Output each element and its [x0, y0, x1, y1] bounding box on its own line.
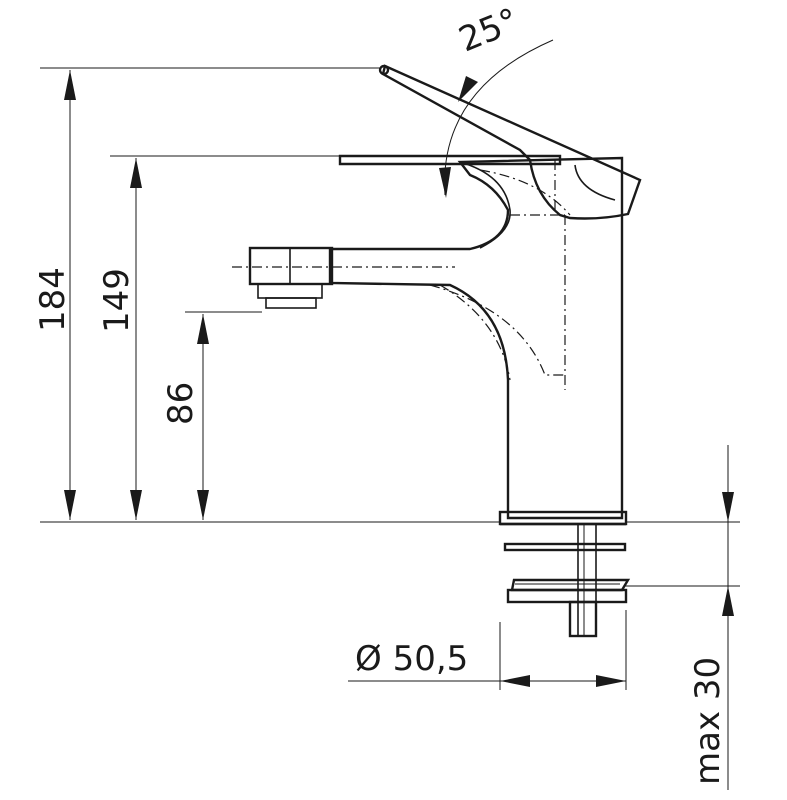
- faucet-body-outline: [328, 156, 624, 520]
- aerator-ring: [257, 283, 323, 299]
- aerator: [265, 297, 317, 309]
- dimension-label-86: 86: [161, 382, 201, 425]
- arrow-left-icon: [500, 675, 530, 687]
- arrow-up-icon: [64, 70, 76, 100]
- dimension-label-max30: max 30: [688, 657, 728, 785]
- mounting-assembly: [498, 510, 631, 638]
- arrow-down-icon: [130, 490, 142, 520]
- hidden-line-1: [479, 169, 571, 216]
- handle-detail: [574, 164, 616, 201]
- faucet-body: [232, 64, 642, 520]
- lever-closed: [338, 154, 562, 166]
- lever-tip: [378, 64, 390, 76]
- arrow-down-icon: [439, 167, 451, 198]
- dimension-label-184: 184: [33, 267, 73, 332]
- washer: [503, 542, 627, 552]
- dimension-label-diameter: Ø 50,5: [355, 639, 468, 679]
- dimension-label-149: 149: [97, 268, 137, 333]
- mounting-nut: [506, 588, 628, 604]
- spout: [248, 246, 334, 286]
- dimension-86: 86: [161, 314, 209, 520]
- dimension-184: 184: [33, 70, 76, 520]
- arrow-up-icon: [722, 586, 734, 616]
- dimension-diameter: Ø 50,5: [348, 639, 626, 687]
- mounting-plate: [510, 578, 631, 592]
- dimension-25-degrees: 25°: [439, 1, 554, 198]
- arrow-up-icon: [458, 76, 478, 102]
- arrow-down-icon: [64, 490, 76, 520]
- rod-end: [568, 600, 598, 638]
- dimension-max-30: max 30: [688, 445, 734, 790]
- extension-lines: [40, 67, 740, 690]
- arrow-down-icon: [197, 490, 209, 520]
- handle-curve: [459, 161, 511, 249]
- arrow-right-icon: [596, 675, 626, 687]
- arrow-up-icon: [197, 314, 209, 344]
- dimension-149: 149: [97, 158, 142, 520]
- arrow-down-icon: [722, 492, 734, 522]
- hidden-line-2: [429, 284, 565, 376]
- arrow-up-icon: [130, 158, 142, 188]
- dimension-label-angle: 25°: [453, 1, 524, 61]
- hidden-line-6: [439, 284, 511, 381]
